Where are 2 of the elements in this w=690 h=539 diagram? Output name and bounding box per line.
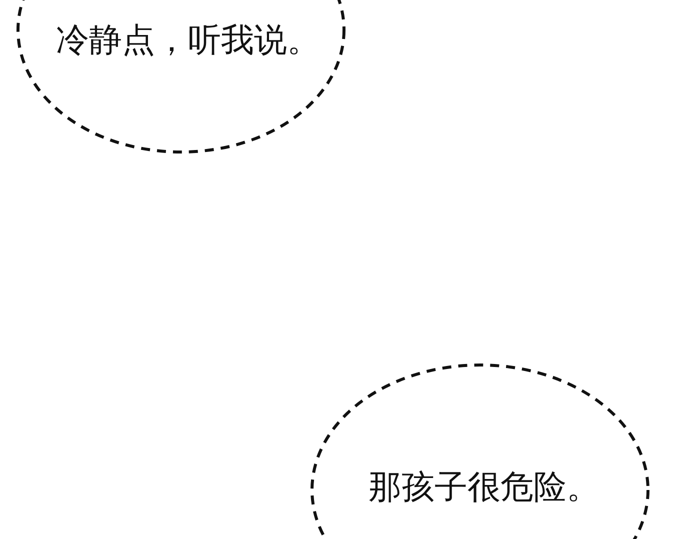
dialogue-text: 那孩子很危险。: [368, 467, 600, 507]
dialogue-text: 冷静点，听我说。: [56, 20, 320, 60]
